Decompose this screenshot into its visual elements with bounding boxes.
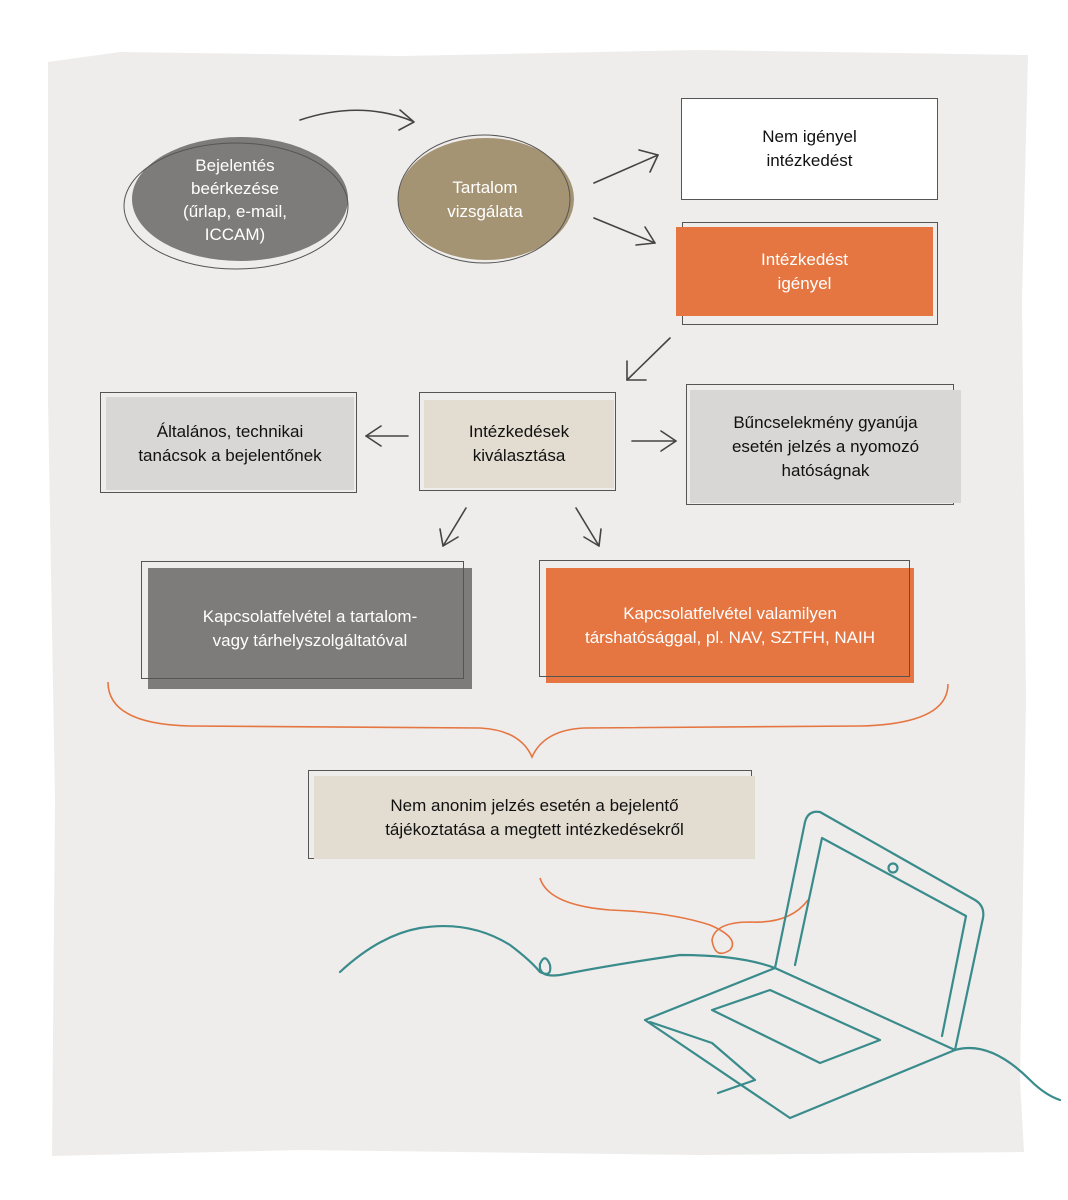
- arrow-icon: [439, 528, 459, 547]
- general-advice-outline: [100, 392, 357, 493]
- content-review-label: Tartalom vizsgálata: [447, 178, 523, 221]
- crime-suspicion-label: Bűncselekmény gyanúja esetén jelzés a ny…: [731, 412, 920, 480]
- crime-suspicion-node: Bűncselekmény gyanúja esetén jelzés a ny…: [690, 390, 961, 503]
- action-required-label: Intézkedést igényel: [761, 249, 848, 293]
- arrow-icon: [593, 154, 659, 184]
- laptop-line-art-icon: [338, 810, 1062, 1120]
- contact-provider-label: Kapcsolatfelvétel a tartalom- vagy tárhe…: [202, 606, 418, 650]
- background-panel: [48, 50, 1028, 1156]
- inform-reporter-label: Nem anonim jelzés esetén a bejelentő táj…: [385, 795, 684, 839]
- arrow-icon: [626, 337, 671, 381]
- content-review-node: Tartalom vizsgálata: [400, 160, 570, 240]
- arrow-icon: [583, 528, 602, 547]
- arrow-icon: [626, 360, 647, 381]
- report-received-shape: [123, 137, 349, 270]
- contact-authority-outline: [539, 560, 910, 677]
- content-review-shape: [397, 134, 574, 264]
- arrow-icon: [365, 425, 382, 447]
- arrow-icon: [635, 226, 656, 246]
- select-measures-node: Intézkedések kiválasztása: [424, 400, 614, 488]
- general-advice-label: Általános, technikai tanácsok a bejelent…: [138, 421, 322, 465]
- arrow-icon: [660, 430, 677, 452]
- contact-authority-node: Kapcsolatfelvétel valamilyen társhatóság…: [546, 568, 914, 683]
- arrow-icon: [398, 109, 415, 131]
- report-received-node: Bejelentés beérkezése (űrlap, e-mail, IC…: [130, 140, 340, 260]
- curly-brace-icon: [107, 681, 949, 759]
- contact-provider-node: Kapcsolatfelvétel a tartalom- vagy tárhe…: [148, 568, 472, 689]
- arrow-icon: [593, 217, 656, 244]
- no-action-label: Nem igényel intézkedést: [762, 127, 857, 170]
- select-measures-outline: [419, 392, 616, 491]
- arrow-icon: [638, 149, 659, 173]
- general-advice-node: Általános, technikai tanácsok a bejelent…: [106, 397, 354, 490]
- no-action-node: Nem igényel intézkedést: [681, 98, 938, 200]
- report-received-label: Bejelentés beérkezése (űrlap, e-mail, IC…: [183, 156, 287, 244]
- arrow-icon: [575, 507, 600, 547]
- arrow-icon: [442, 507, 467, 547]
- contact-authority-label: Kapcsolatfelvétel valamilyen társhatóság…: [584, 603, 876, 647]
- action-required-node: Intézkedést igényel: [676, 227, 933, 316]
- select-measures-label: Intézkedések kiválasztása: [468, 422, 570, 465]
- orange-swirl-line: [539, 877, 809, 955]
- arrow-icon: [299, 109, 413, 122]
- contact-provider-outline: [141, 561, 464, 679]
- inform-reporter-node: Nem anonim jelzés esetén a bejelentő táj…: [314, 776, 755, 859]
